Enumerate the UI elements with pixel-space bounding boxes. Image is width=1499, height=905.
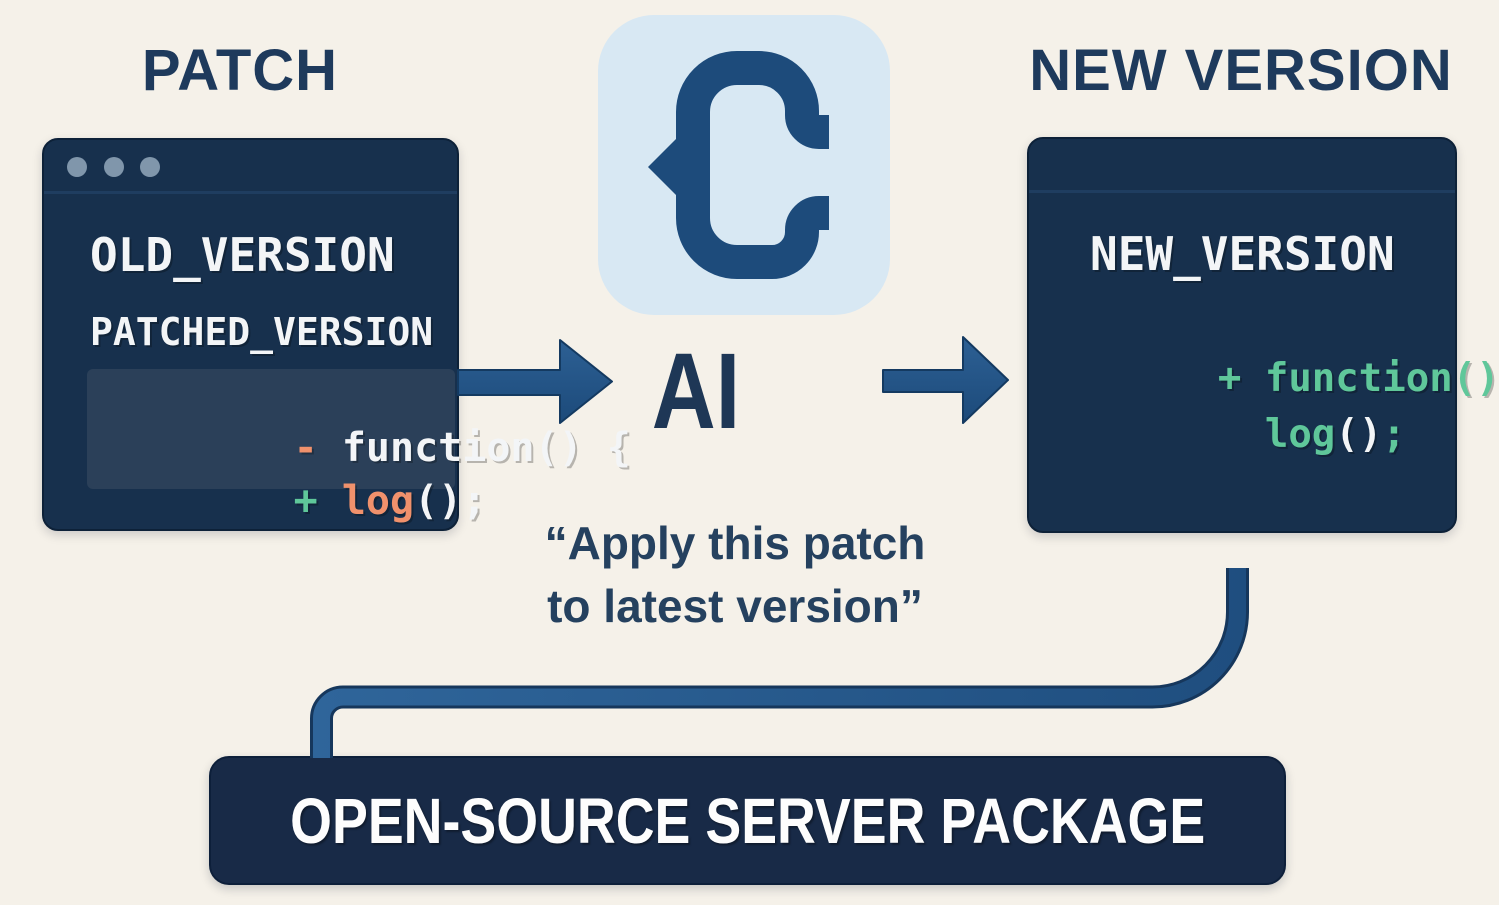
window-dot-icon [140,157,160,177]
patch-title: PATCH [141,38,339,103]
ai-instruction-quote: “Apply this patch to latest version” [430,512,1040,639]
diff-plus-sign: + [1217,356,1242,401]
window-titlebar [1029,139,1455,193]
code-token: log [341,478,415,524]
code-token: () [1335,412,1383,457]
package-label: OPEN-SOURCE SERVER PACKAGE [289,784,1206,857]
curly-brace-c-logo-icon [648,51,829,279]
open-source-package-box: OPEN-SOURCE SERVER PACKAGE [209,756,1286,885]
added-function-line: +function(){ [1077,311,1499,446]
patch-code-window: OLD_VERSION PATCHED_VERSION -function() … [42,138,631,531]
diff-minus-sign: - [293,425,318,471]
diff-highlight-block: -function() { + log(); [87,369,631,524]
ai-logo-tile [598,15,890,315]
quote-line: “Apply this patch [544,517,926,569]
quote-line: to latest version” [547,580,923,633]
code-token: function() [1264,356,1499,401]
log-call-line: log(); [1077,367,1406,502]
ai-label: AI [651,330,741,451]
code-token: (); [414,478,487,524]
new-version-label: NEW_VERSION [1090,227,1395,281]
arrow-right-icon [882,336,1009,424]
code-token: ; [1382,412,1406,457]
window-dot-icon [104,157,124,177]
brace-point [648,139,676,195]
code-token: log [1264,412,1336,457]
window-dot-icon [67,157,87,177]
new-version-title: NEW VERSION [1029,38,1453,103]
diff-plus-sign: + [293,478,318,524]
old-version-label: OLD_VERSION [90,228,395,282]
diff-removed-line: -function() { [101,379,631,517]
diff-added-line: + log(); [101,432,487,570]
window-titlebar [44,140,457,194]
code-token: function() { [341,425,631,471]
patched-version-label: PATCHED_VERSION [90,310,434,354]
new-version-code-window: NEW_VERSION +function(){ log(); [1027,137,1499,533]
